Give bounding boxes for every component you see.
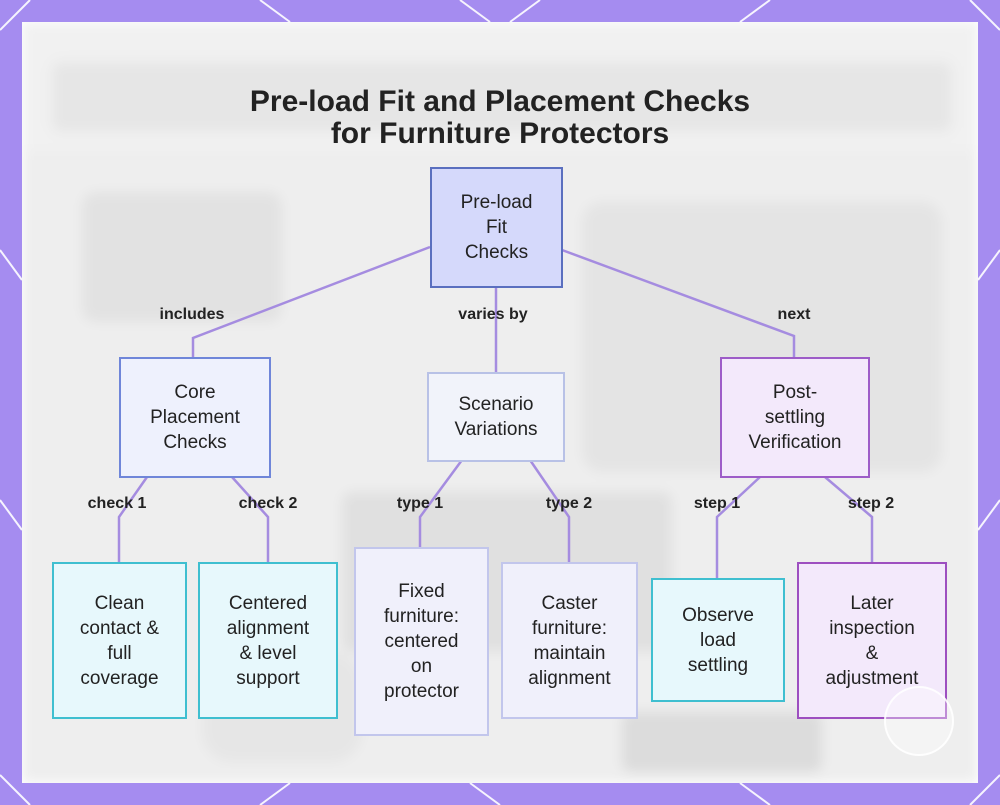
node-fixed-furniture-centered: Fixed furniture: centered on protector: [354, 547, 489, 736]
edge-label-step-1: step 1: [693, 495, 741, 512]
node-clean-contact-full-coverage: Clean contact & full coverage: [52, 562, 187, 719]
diagram-canvas: Pre-load Fit and Placement Checks for Fu…: [22, 22, 978, 783]
edge-label-check-1: check 1: [87, 495, 147, 512]
connector-lines: [117, 245, 874, 578]
edge-label-type-1: type 1: [396, 495, 444, 512]
edge-scenario-caster: [528, 459, 571, 562]
node-core-placement-checks: Core Placement Checks: [119, 357, 271, 478]
edge-label-varies-by: varies by: [458, 306, 528, 323]
edge-label-type-2: type 2: [545, 495, 593, 512]
title-line-2: for Furniture Protectors: [330, 117, 670, 150]
edge-label-step-2: step 2: [847, 495, 895, 512]
edge-label-check-2: check 2: [238, 495, 298, 512]
node-scenario-variations: Scenario Variations: [427, 372, 565, 462]
diagram-title: Pre-load Fit and Placement Checks for Fu…: [22, 86, 978, 150]
node-pre-load-fit-checks: Pre-load Fit Checks: [430, 167, 563, 288]
edge-label-includes: includes: [159, 306, 225, 323]
edge-scenario-fixed: [418, 459, 464, 547]
watermark-logo-icon: [884, 686, 954, 756]
node-later-inspection-adjustment: Later inspection & adjustment: [797, 562, 947, 719]
node-centered-alignment-level-support: Centered alignment & level support: [198, 562, 338, 719]
edge-root-post: [561, 248, 796, 357]
edge-root-core: [191, 245, 431, 357]
edge-core-centered: [231, 476, 270, 562]
title-line-1: Pre-load Fit and Placement Checks: [249, 85, 751, 118]
edge-post-observe: [715, 476, 761, 578]
edge-label-next: next: [777, 306, 811, 323]
node-post-settling-verification: Post- settling Verification: [720, 357, 870, 478]
edge-post-later: [824, 476, 874, 562]
node-observe-load-settling: Observe load settling: [651, 578, 785, 702]
edge-core-clean: [117, 476, 149, 562]
node-caster-furniture-maintain-alignment: Caster furniture: maintain alignment: [501, 562, 638, 719]
